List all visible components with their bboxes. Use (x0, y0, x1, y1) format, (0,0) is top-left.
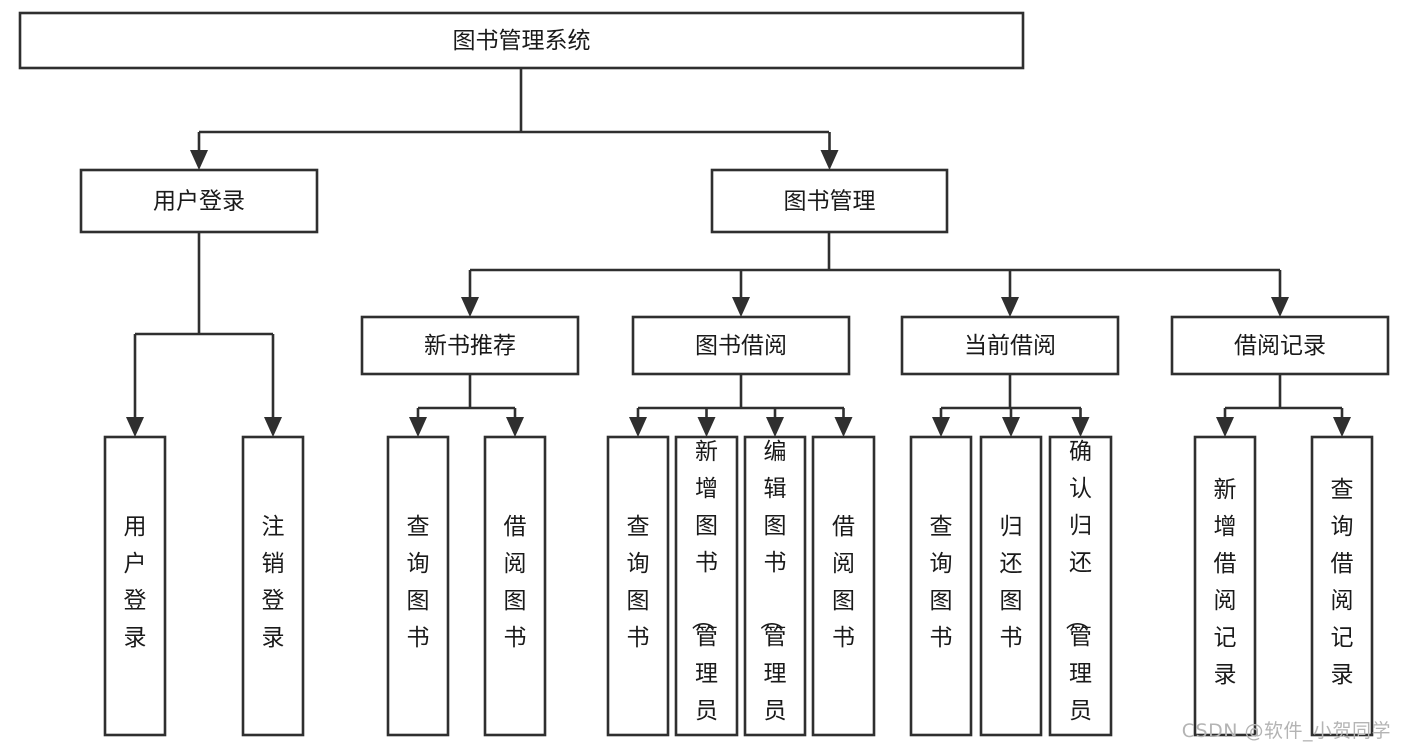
node-leaf-query-book-1[interactable]: 查询图书 (386, 435, 450, 737)
node-label: 查询借阅记录 (1331, 477, 1354, 688)
node-root[interactable]: 图书管理系统 (18, 11, 1025, 70)
node-box (909, 435, 973, 737)
node-leaf-add-book[interactable]: 新增图书（管理员） (674, 435, 739, 747)
arrow-head-icon (766, 417, 784, 437)
arrow-head-icon (264, 417, 282, 437)
arrow-head-icon (1071, 417, 1090, 437)
arrow-head-icon (732, 297, 750, 317)
connector-group (190, 68, 839, 170)
arrow-head-icon (1271, 297, 1289, 317)
node-label: 新增借阅记录 (1214, 477, 1237, 688)
node-label: 图书管理 (784, 189, 876, 215)
node-layer: 图书管理系统用户登录图书管理新书推荐图书借阅当前借阅借阅记录用户登录注销登录查询… (18, 11, 1390, 747)
node-box (386, 435, 450, 737)
node-label: 借阅图书 (832, 514, 855, 651)
node-label: 归还图书 (1000, 514, 1023, 651)
node-label: 注销登录 (262, 514, 285, 651)
node-new-book-rec[interactable]: 新书推荐 (360, 315, 580, 376)
arrow-head-icon (1216, 417, 1234, 437)
node-label: 借阅记录 (1234, 333, 1326, 359)
arrow-head-icon (506, 417, 524, 437)
node-label: 查询图书 (930, 514, 953, 651)
connector-group (126, 232, 282, 437)
node-label: 用户登录 (153, 189, 245, 215)
node-borrow-record[interactable]: 借阅记录 (1170, 315, 1390, 376)
node-leaf-borrow-book-1[interactable]: 借阅图书 (483, 435, 547, 737)
node-box (710, 168, 949, 234)
node-leaf-query-record[interactable]: 查询借阅记录 (1310, 435, 1374, 737)
arrow-head-icon (820, 150, 839, 170)
arrow-head-icon (190, 150, 208, 170)
node-box (1170, 315, 1390, 376)
arrow-head-icon (1001, 297, 1019, 317)
connector-layer (126, 68, 1351, 437)
node-label: 查询图书 (407, 514, 430, 651)
node-label: 查询图书 (627, 514, 650, 651)
arrow-head-icon (697, 417, 716, 437)
node-label: 新增图书（管理员） (689, 439, 718, 747)
node-leaf-query-book-3[interactable]: 查询图书 (909, 435, 973, 737)
node-label: 借阅图书 (504, 514, 527, 651)
arrow-head-icon (1002, 417, 1020, 437)
node-box (103, 435, 167, 737)
node-box (606, 435, 670, 737)
node-label: 用户登录 (124, 514, 147, 651)
connector-group (1216, 374, 1351, 437)
connector-group (932, 374, 1090, 437)
connector-group (629, 374, 853, 437)
node-leaf-borrow-book-2[interactable]: 借阅图书 (811, 435, 876, 737)
node-leaf-edit-book[interactable]: 编辑图书（管理员） (743, 435, 807, 747)
node-box (979, 435, 1043, 737)
node-box (674, 435, 739, 737)
node-leaf-query-book-2[interactable]: 查询图书 (606, 435, 670, 737)
node-box (360, 315, 580, 376)
node-box (1193, 435, 1257, 737)
node-book-manage[interactable]: 图书管理 (710, 168, 949, 234)
arrow-head-icon (126, 417, 144, 437)
node-leaf-add-record[interactable]: 新增借阅记录 (1193, 435, 1257, 737)
connector-group (461, 232, 1289, 317)
node-box (79, 168, 319, 234)
node-box (1048, 435, 1113, 737)
node-box (483, 435, 547, 737)
node-leaf-confirm-return[interactable]: 确认归还（管理员） (1048, 435, 1113, 747)
node-leaf-logout[interactable]: 注销登录 (241, 435, 305, 737)
node-book-borrow[interactable]: 图书借阅 (631, 315, 851, 376)
node-box (241, 435, 305, 737)
arrow-head-icon (409, 417, 427, 437)
node-label: 编辑图书（管理员） (758, 439, 787, 747)
arrow-head-icon (932, 417, 950, 437)
node-user-login[interactable]: 用户登录 (79, 168, 319, 234)
node-box (900, 315, 1120, 376)
node-label: 图书借阅 (695, 333, 787, 359)
node-leaf-user-login[interactable]: 用户登录 (103, 435, 167, 737)
arrow-head-icon (834, 417, 853, 437)
node-box (743, 435, 807, 737)
arrow-head-icon (461, 297, 479, 317)
node-current-borrow[interactable]: 当前借阅 (900, 315, 1120, 376)
node-box (631, 315, 851, 376)
connector-group (409, 374, 524, 437)
node-leaf-return-book[interactable]: 归还图书 (979, 435, 1043, 737)
node-box (18, 11, 1025, 70)
arrow-head-icon (1333, 417, 1351, 437)
node-label: 当前借阅 (964, 333, 1056, 359)
node-box (811, 435, 876, 737)
node-label: 图书管理系统 (453, 28, 591, 54)
node-label: 确认归还（管理员） (1063, 439, 1092, 747)
node-box (1310, 435, 1374, 737)
arrow-head-icon (629, 417, 647, 437)
node-label: 新书推荐 (424, 333, 516, 359)
